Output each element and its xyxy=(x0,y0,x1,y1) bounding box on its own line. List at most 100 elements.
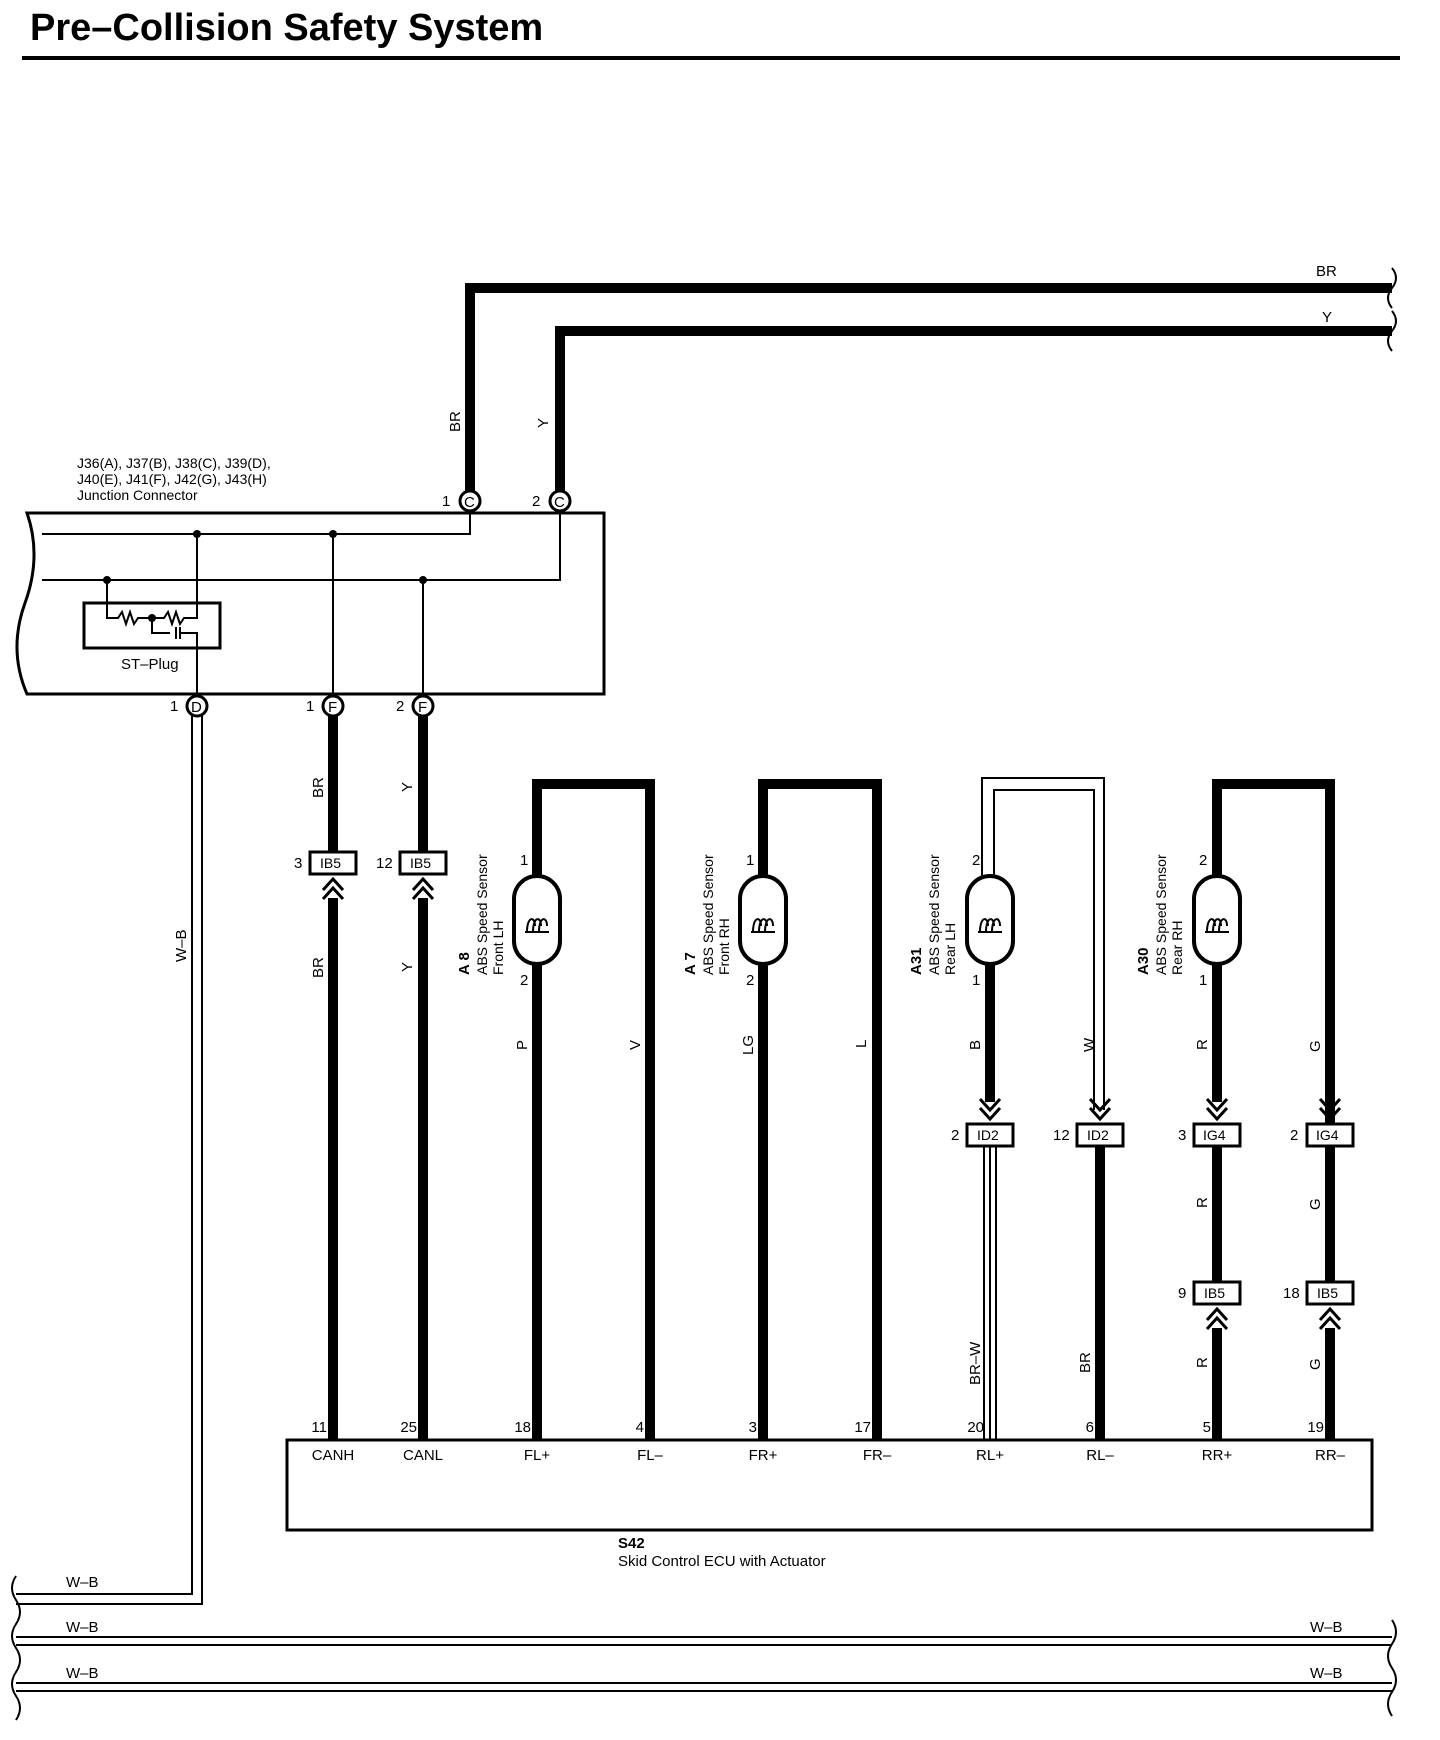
wire-a31-w-inner xyxy=(993,789,1095,1110)
sensor-a7-pin2: 2 xyxy=(746,972,754,989)
junction-node xyxy=(329,530,337,538)
wire-a31-w-outer xyxy=(981,777,1105,1110)
page-title: Pre–Collision Safety System xyxy=(30,7,543,49)
arrow-up-icon xyxy=(1318,1307,1342,1331)
wire-label-br-top: BR xyxy=(1316,263,1337,280)
ecu-pin-number: 20 xyxy=(967,1419,984,1436)
connector-id2-rlm-pin: 12 xyxy=(1053,1127,1070,1144)
ecu-pin-number: 6 xyxy=(1086,1419,1094,1436)
ground-label-3r: W–B xyxy=(1310,1665,1343,1682)
wire-label-br-can-lower: BR xyxy=(310,957,327,978)
wire-label-y-top: Y xyxy=(1322,309,1332,326)
ecu-pin-name: FR– xyxy=(863,1447,892,1464)
sensor-a30-name: ABS Speed Sensor xyxy=(1153,854,1169,975)
wire-label-l: L xyxy=(853,1040,870,1048)
wire-label-w: W xyxy=(1081,1037,1098,1052)
st-plug-label: ST–Plug xyxy=(121,656,179,673)
ecu-pin-name: RL+ xyxy=(976,1447,1004,1464)
break-mark-left xyxy=(11,1575,21,1721)
wire-wb-ground-outer xyxy=(16,716,203,1605)
sensor-a8-loc: Front LH xyxy=(490,921,506,975)
arrow-up-icon xyxy=(321,877,345,901)
wire-label-g-upper: G xyxy=(1307,1040,1324,1052)
connector-ib5-rrp-label: IB5 xyxy=(1204,1285,1225,1301)
sensor-a7-pin1: 1 xyxy=(746,852,754,869)
ground-label-2r: W–B xyxy=(1310,1619,1343,1636)
connector-ib5-rrm-pin: 18 xyxy=(1283,1285,1300,1302)
wire-br-top xyxy=(465,283,1392,500)
connector-ib5-canh-pin: 3 xyxy=(294,855,302,872)
sensor-a30-coil-icon xyxy=(1192,874,1242,966)
terminal-c2 xyxy=(548,489,572,513)
terminal-c2-letter: C xyxy=(554,494,565,511)
ecu-pin-name: CANH xyxy=(312,1447,355,1464)
connector-ib5-rrp xyxy=(1192,1280,1242,1306)
wire-label-y-can-lower: Y xyxy=(399,962,416,972)
break-mark-y xyxy=(1387,310,1397,352)
connector-ig4-rrm-label: IG4 xyxy=(1316,1127,1339,1143)
wire-label-r-lower: R xyxy=(1194,1357,1211,1368)
ground-bus-2 xyxy=(16,1636,1392,1646)
ecu-pin-name: RR+ xyxy=(1202,1447,1233,1464)
ecu-id: S42 xyxy=(618,1535,645,1552)
sensor-a8-name: ABS Speed Sensor xyxy=(474,854,490,975)
ecu-box xyxy=(285,1438,1374,1532)
terminal-c2-pin: 2 xyxy=(532,493,540,510)
connector-ig4-rrp-pin: 3 xyxy=(1178,1127,1186,1144)
wire-label-y-can-upper: Y xyxy=(399,782,416,792)
wire-label-v: V xyxy=(627,1040,644,1050)
connector-ib5-canh xyxy=(308,850,358,876)
ecu-pin-number: 25 xyxy=(400,1419,417,1436)
connector-ib5-rrm-label: IB5 xyxy=(1317,1285,1338,1301)
wire-y-top xyxy=(555,326,1392,500)
arrow-up-icon xyxy=(411,877,435,901)
connector-id2-rlp-pin: 2 xyxy=(951,1127,959,1144)
wire-label-brw: BR–W xyxy=(967,1341,984,1385)
ground-bus-3 xyxy=(16,1682,1392,1692)
wire-a8-loop xyxy=(532,779,655,1440)
ecu-pin-name: RR– xyxy=(1315,1447,1346,1464)
wire-label-g-mid: G xyxy=(1307,1198,1324,1210)
terminal-f1-pin: 1 xyxy=(306,698,314,715)
ecu-pin-number: 5 xyxy=(1203,1419,1211,1436)
break-mark-br xyxy=(1387,267,1397,309)
wire-label-p: P xyxy=(514,1040,531,1050)
connector-id2-rlp-label: ID2 xyxy=(977,1127,999,1143)
wire-label-b: B xyxy=(967,1040,984,1050)
wire-label-lg: LG xyxy=(740,1035,757,1055)
st-plug-node xyxy=(148,614,156,622)
ecu-pin-group: 11CANH25CANL18FL+4FL–3FR+17FR–20RL+6RL–5… xyxy=(311,1419,1345,1464)
terminal-c1-letter: C xyxy=(464,494,475,511)
terminal-f1-letter: F xyxy=(328,699,337,716)
wire-wb-ground-inner xyxy=(16,716,193,1595)
connector-ib5-canh-label: IB5 xyxy=(320,855,341,871)
sensor-a30-pin1: 1 xyxy=(1199,972,1207,989)
ecu-pin-number: 19 xyxy=(1307,1419,1324,1436)
ecu-pin-name: FR+ xyxy=(749,1447,778,1464)
connector-ib5-canl-pin: 12 xyxy=(376,855,393,872)
wire-label-g-lower: G xyxy=(1307,1358,1324,1370)
sensor-a7-id: A 7 xyxy=(682,952,699,975)
terminal-c1-pin: 1 xyxy=(442,493,450,510)
ecu-pin-number: 17 xyxy=(854,1419,871,1436)
connector-ib5-canl xyxy=(398,850,448,876)
arrow-up-icon xyxy=(1205,1307,1229,1331)
sensor-a31-pin2: 2 xyxy=(972,852,980,869)
sensor-a8-coil-icon xyxy=(512,874,562,966)
wire-label-r-mid: R xyxy=(1194,1197,1211,1208)
terminal-f2-pin: 2 xyxy=(396,698,404,715)
connector-ib5-rrp-pin: 9 xyxy=(1178,1285,1186,1302)
ecu-pin-name: RL– xyxy=(1086,1447,1114,1464)
ecu-pin-name: FL– xyxy=(637,1447,664,1464)
ecu-pin-number: 4 xyxy=(636,1419,644,1436)
sensor-a30-id: A30 xyxy=(1135,947,1152,975)
sensor-a30-loc: Rear RH xyxy=(1169,921,1185,975)
ecu-pin-number: 3 xyxy=(749,1419,757,1436)
terminal-d1 xyxy=(185,694,209,718)
connector-id2-rlm-label: ID2 xyxy=(1087,1127,1109,1143)
wire-label-r-upper: R xyxy=(1194,1039,1211,1050)
ecu-pin-name: CANL xyxy=(403,1447,443,1464)
junction-node xyxy=(419,576,427,584)
sensor-a31-id: A31 xyxy=(908,947,925,975)
